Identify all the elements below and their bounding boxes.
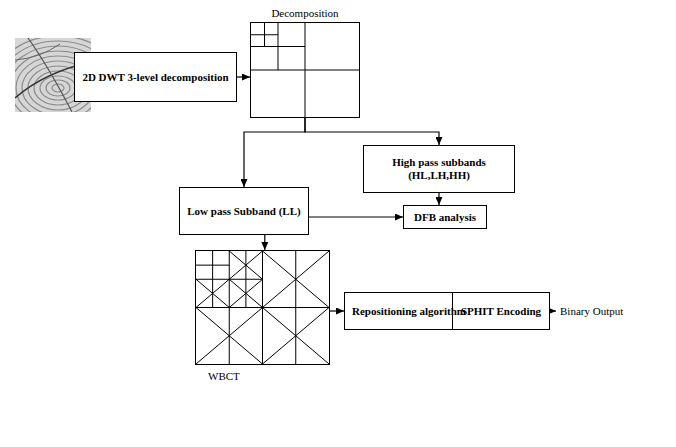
subband-lines xyxy=(251,23,359,117)
flow-arrow xyxy=(330,310,344,311)
box-label: SPHIT Encoding xyxy=(455,305,547,318)
box-label: 2D DWT 3-level decomposition xyxy=(76,71,234,84)
subband-line xyxy=(263,251,330,308)
process-box: SPHIT Encoding xyxy=(452,292,550,330)
box-label: DFB analysis xyxy=(408,211,482,224)
decomposition-grid: Decomposition xyxy=(250,22,360,118)
subband-line xyxy=(295,308,296,365)
wbct-grid: WBCT xyxy=(195,250,330,365)
flow-arrow xyxy=(237,76,250,77)
subband-line xyxy=(251,46,305,47)
subband-line xyxy=(263,308,330,365)
subband-line xyxy=(263,308,330,365)
process-box: 2D DWT 3-level decomposition xyxy=(74,52,237,102)
grid-heading: Decomposition xyxy=(251,7,359,20)
subband-line xyxy=(245,251,246,279)
subband-line xyxy=(229,279,262,307)
subband-line xyxy=(251,70,359,71)
flow-arrow xyxy=(309,216,403,217)
subband-line xyxy=(295,251,296,308)
subband-line xyxy=(212,279,213,307)
grid-heading: WBCT xyxy=(196,370,329,383)
subband-line xyxy=(229,251,262,279)
subband-line xyxy=(229,251,262,279)
flow-arrow xyxy=(244,118,305,187)
flow-arrow xyxy=(305,118,439,145)
subband-line xyxy=(251,34,278,35)
subband-lines xyxy=(196,251,329,364)
subband-line xyxy=(196,308,263,365)
subband-line xyxy=(263,251,330,308)
box-label: Repositioning algorithm xyxy=(346,305,472,318)
subband-line xyxy=(196,279,229,307)
process-box: DFB analysis xyxy=(403,205,487,229)
box-label: Low pass Subband (LL) xyxy=(181,205,306,218)
flow-arrow xyxy=(264,235,265,250)
subband-line xyxy=(196,279,229,307)
subband-line xyxy=(229,308,230,365)
process-box: Low pass Subband (LL) xyxy=(179,187,309,235)
flow-arrow xyxy=(438,193,439,205)
output-label: Binary Output xyxy=(560,304,623,318)
subband-line xyxy=(196,265,229,266)
subband-line xyxy=(196,308,263,365)
process-box: High pass subbands (HL,LH,HH) xyxy=(363,145,515,193)
subband-line xyxy=(229,279,262,307)
label-holder: Binary Output xyxy=(560,304,623,318)
box-label: High pass subbands (HL,LH,HH) xyxy=(364,156,514,181)
subband-line xyxy=(245,279,246,307)
